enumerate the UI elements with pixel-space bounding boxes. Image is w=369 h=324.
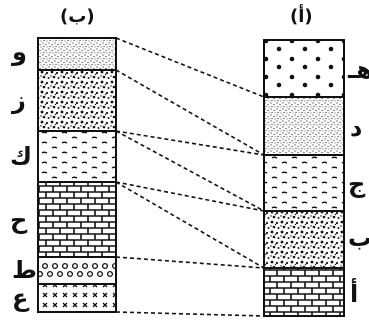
correlation-line <box>115 130 265 212</box>
left-column-title: (ب) <box>60 6 95 27</box>
left-layer-t <box>37 256 117 285</box>
right-layer-b <box>263 210 345 269</box>
right-layer-label: د <box>350 114 363 142</box>
right-layer-d <box>263 96 345 156</box>
right-layer-label: ج <box>348 170 366 198</box>
right-layer-j <box>263 154 345 212</box>
correlation-line <box>115 130 265 156</box>
left-layer-label: ط <box>12 256 37 284</box>
correlation-line <box>115 256 265 269</box>
correlation-line <box>115 181 265 212</box>
left-column <box>37 37 117 313</box>
left-layer-label: ح <box>10 206 28 234</box>
correlation-lines <box>115 37 265 317</box>
correlation-line <box>115 37 265 98</box>
right-layer-label: ب <box>348 224 369 252</box>
left-layer-label: و <box>12 38 27 66</box>
correlation-line <box>115 311 265 317</box>
right-layer-a <box>263 267 345 317</box>
left-layer-label: ك <box>10 142 32 170</box>
right-column-title: (أ) <box>290 6 313 27</box>
left-layer-k <box>37 130 117 183</box>
left-layer-w <box>37 37 117 71</box>
right-layer-he <box>263 39 345 98</box>
right-layer-label: أ <box>350 280 359 308</box>
right-layer-label: هـ <box>348 56 369 84</box>
left-layer-z <box>37 69 117 132</box>
right-column <box>263 39 345 317</box>
left-layer-label: ع <box>12 284 29 312</box>
left-layer-label: ز <box>12 86 26 114</box>
left-layer-ain <box>37 283 117 313</box>
left-layer-h <box>37 181 117 258</box>
correlation-line <box>115 181 265 269</box>
correlation-line <box>115 69 265 156</box>
